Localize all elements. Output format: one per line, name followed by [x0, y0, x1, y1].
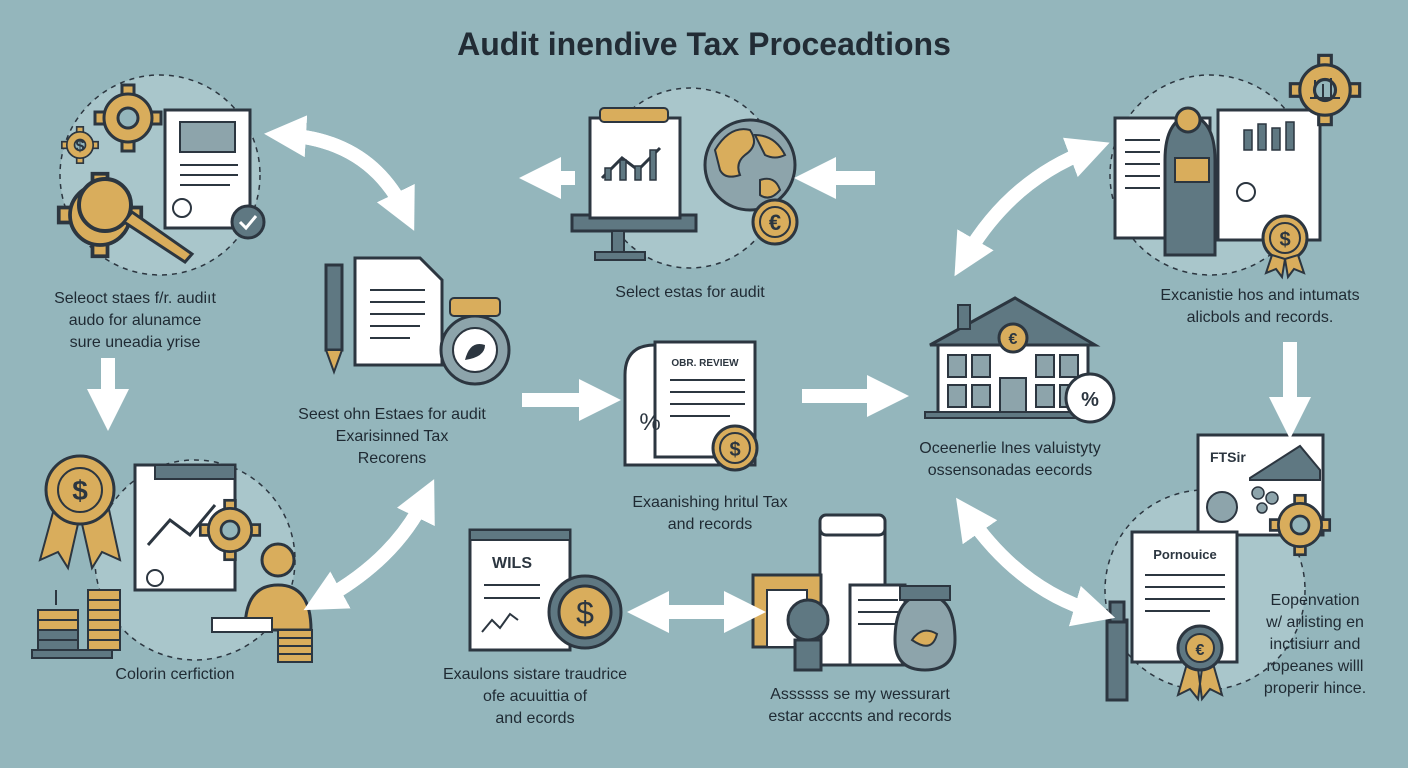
document-icon: [353, 256, 444, 367]
step-estates-icon: [324, 256, 511, 386]
label-evaluation: Eopenvation w/ arlisting en inctisiurr a…: [1240, 590, 1390, 700]
pen-icon: [324, 263, 344, 352]
label-line: w/ arlisting en: [1266, 614, 1364, 631]
person-icon: [260, 542, 296, 578]
arrow-start-group: [264, 115, 1116, 633]
label-line: Recorens: [357, 450, 427, 467]
check-icon: [172, 198, 192, 218]
step-evaluation-icon: FTSir Pornouice €: [1105, 433, 1332, 702]
label-line: ropeanes willl: [1266, 658, 1364, 675]
label-examine-records: Excanistie hos and intumats alicbols and…: [1120, 285, 1400, 329]
label-examining-tax: Exaanishing hritul Tax and records: [590, 492, 830, 536]
label-line: audo for alunamce: [68, 312, 202, 329]
label-certification: Colorin cerfiction: [60, 664, 290, 686]
label-line: Seest ohn Estaes for audit: [298, 406, 486, 423]
magnifier-icon: [77, 177, 133, 233]
ftsr-heading: FTSir: [1210, 449, 1246, 465]
percent-symbol: %: [1081, 389, 1099, 411]
dollar-symbol: $: [729, 439, 740, 461]
label-line: Excanistie hos and intumats: [1160, 287, 1360, 304]
label-line: Exarisinned Tax: [335, 428, 449, 445]
label-line: and records: [667, 516, 753, 533]
label-line: Seleoct staes f/r. audiıt: [54, 290, 216, 307]
step-select-icon: $: [56, 83, 266, 264]
euro-symbol: €: [1196, 642, 1205, 659]
label-valuation: Oceenerlie lnes valuistyty ossensonadas …: [880, 438, 1140, 482]
dashed-ring: [59, 74, 261, 276]
step-examining-icon: OBR. REVIEW % $: [623, 340, 759, 472]
page-title: Audit inendive Tax Proceadtions: [457, 26, 951, 62]
document-icon: [1216, 108, 1322, 242]
check-icon: [230, 204, 266, 240]
label-select-states: Seleoct staes f/r. audiıt audo for aluna…: [10, 288, 260, 354]
step-assess-icon: [751, 513, 957, 672]
step-exaulons-icon: WILS $: [468, 528, 623, 652]
label-line: alicbols and records.: [1186, 309, 1334, 326]
label-line: Select estas for audit: [615, 284, 765, 301]
euro-symbol: €: [769, 210, 781, 235]
label-line: Oceenerlie lnes valuistyty: [919, 440, 1101, 457]
percent-symbol: %: [639, 409, 660, 436]
step-valuation-icon: € %: [924, 296, 1116, 424]
label-line: sure uneadia yrise: [69, 334, 201, 351]
label-line: properir hince.: [1263, 680, 1367, 697]
label-estates-for-audit: Seest ohn Estaes for audit Exarisinned T…: [262, 404, 522, 470]
label-line: ossensonadas eecords: [927, 462, 1093, 479]
document-chart: [179, 121, 236, 153]
label-line: inctisiurr and: [1269, 636, 1361, 653]
person-icon: [786, 598, 830, 642]
dollar-symbol: $: [76, 138, 85, 155]
label-line: Assssss se my wessurart: [770, 686, 950, 703]
dollar-symbol: $: [72, 475, 88, 506]
arrow-icon: [962, 511, 1116, 627]
dollar-symbol: $: [1279, 229, 1290, 251]
certificate-heading: Pornouice: [1153, 547, 1217, 562]
step-certification-icon: $: [31, 454, 313, 663]
label-line: Exaanishing hritul Tax: [632, 494, 788, 511]
dollar-symbol: $: [576, 595, 594, 631]
step-examine-icon: $: [1113, 53, 1362, 280]
label-line: Colorin cerfiction: [115, 666, 235, 683]
label-line: estar acccnts and records: [768, 708, 952, 725]
step-select-estates-icon: €: [570, 107, 799, 261]
label-select-estates: Select estas for audit: [570, 282, 810, 304]
label-line: Exaulons sistare traudrice: [442, 666, 628, 683]
label-assess: Assssss se my wessurart estar acccnts an…: [720, 684, 1000, 728]
wils-heading: WILS: [492, 555, 532, 572]
label-line: and ecords: [495, 710, 575, 727]
label-line: ofe acuuittia of: [482, 688, 588, 705]
arrow-icon: [318, 479, 435, 607]
euro-symbol: €: [1009, 331, 1018, 348]
pen-icon: [1105, 618, 1129, 702]
arrow-icon: [954, 143, 1093, 277]
arrow-icon: [958, 137, 1110, 262]
review-heading: OBR. REVIEW: [671, 358, 739, 369]
person-icon: [1163, 113, 1217, 257]
label-exaulons: Exaulons sistare traudrice ofe acuuittia…: [410, 664, 660, 730]
arrow-icon: [264, 115, 412, 216]
label-line: Eopenvation: [1270, 592, 1360, 609]
percent-badge-icon: [1064, 372, 1116, 424]
